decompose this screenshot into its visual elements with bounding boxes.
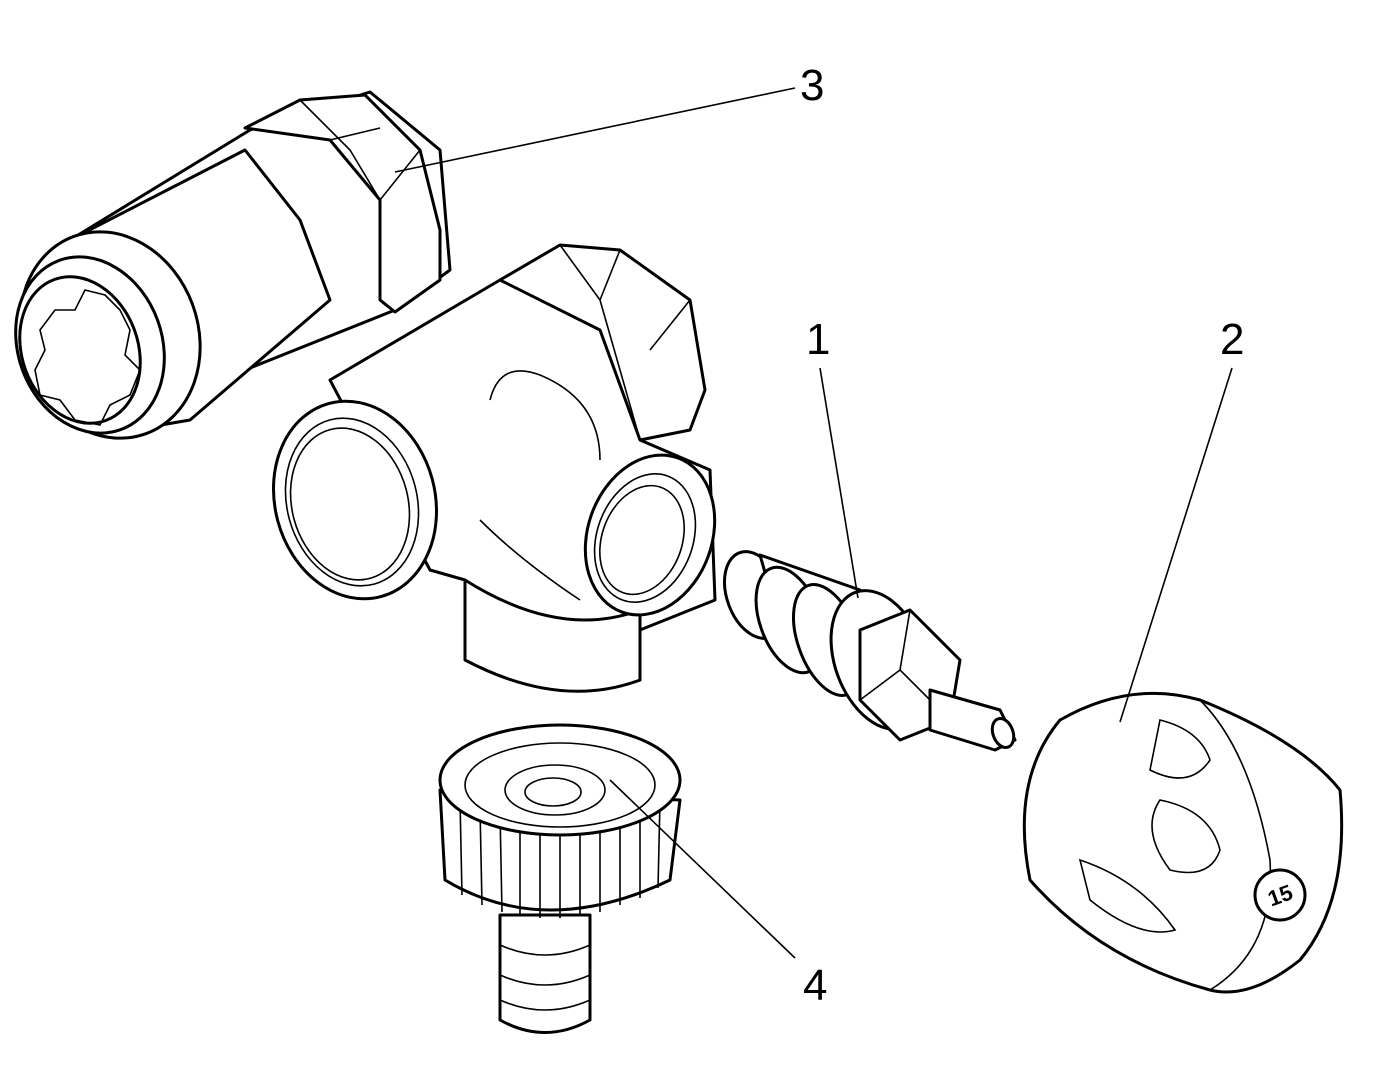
leader-line-2 xyxy=(1119,367,1233,723)
leader-line-3 xyxy=(394,87,796,173)
tee-valve-body xyxy=(272,243,717,693)
callout-4: 4 xyxy=(803,961,828,1010)
knob-marking-badge xyxy=(1253,868,1307,922)
part-1-cartridge xyxy=(723,550,1017,752)
callout-2: 2 xyxy=(1220,315,1245,364)
part-4-hose-connector xyxy=(438,723,682,1034)
part-3-adapter xyxy=(14,90,452,440)
callout-3: 3 xyxy=(800,61,825,110)
callout-1: 1 xyxy=(806,315,831,364)
leader-line-4 xyxy=(609,779,796,959)
part-2-handle-knob: 15 xyxy=(1022,691,1344,994)
leader-line-1 xyxy=(819,367,859,599)
